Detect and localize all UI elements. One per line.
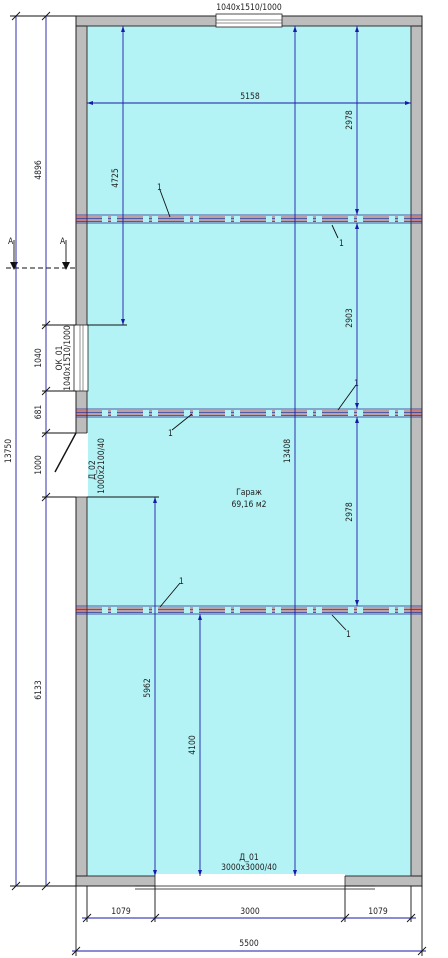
beam-label-3: 1 — [354, 379, 359, 389]
dim-bay-3: 2978 — [345, 502, 355, 522]
dim-bay-2: 2903 — [345, 308, 355, 328]
beam-label-2: 1 — [339, 239, 344, 249]
dim-inner-height-label: 13408 — [283, 439, 293, 463]
side-window-mark: ОК_01 — [55, 345, 65, 370]
dim-left-chain-5: 6133 — [34, 680, 44, 700]
beam-label-1: 1 — [157, 183, 162, 193]
dim-bottom-3: 1079 — [368, 907, 388, 917]
dim-lower-depth-label: 5962 — [143, 678, 153, 698]
dim-bay-1: 2978 — [345, 110, 355, 130]
gate-opening — [155, 874, 345, 888]
dim-bays — [355, 26, 359, 606]
section-mark-left: А — [8, 237, 14, 247]
dim-left-total — [10, 11, 76, 891]
dim-inner-height — [293, 26, 297, 876]
dim-left-chain-4: 1000 — [34, 455, 44, 475]
top-window — [215, 13, 283, 28]
dim-upper-depth-label: 4725 — [111, 168, 121, 188]
door-size: 1000x2100/40 — [97, 438, 107, 494]
beam-label-4: 1 — [168, 429, 173, 439]
dim-bottom-total-label: 5500 — [239, 939, 259, 949]
dim-left-chain — [41, 11, 76, 891]
dim-gate-depth — [198, 614, 202, 876]
dim-gate-depth-label: 4100 — [188, 735, 198, 755]
wall-right — [410, 15, 423, 887]
door-mark: Д_02 — [88, 460, 98, 480]
side-window — [73, 324, 89, 392]
room-name: Гараж — [236, 488, 262, 498]
beams — [76, 214, 422, 615]
dim-bottom-chain — [75, 886, 423, 956]
door-opening — [74, 433, 88, 497]
beam-label-5: 1 — [179, 577, 184, 587]
section-mark-right: А — [60, 237, 66, 247]
dim-left-total-label: 13750 — [4, 439, 14, 463]
side-window-size: 1040x1510/1000 — [63, 325, 73, 391]
door-leaf — [54, 432, 77, 473]
room-area: 69,16 м2 — [232, 500, 267, 510]
section-cut — [6, 240, 76, 270]
dim-bottom-1: 1079 — [111, 907, 131, 917]
beam-1 — [76, 214, 422, 224]
gate-size: 3000x3000/40 — [221, 863, 277, 873]
beam-3 — [76, 605, 422, 615]
dim-left-chain-3: 681 — [34, 405, 44, 420]
dim-left-chain-1: 4896 — [34, 160, 44, 180]
beam-leaders — [159, 189, 357, 631]
dim-upper-depth — [87, 26, 127, 326]
dim-lower-depth — [87, 496, 159, 876]
top-window-label: 1040x1510/1000 — [216, 3, 282, 13]
room-floor — [86, 25, 412, 877]
dim-inner-width-label: 5158 — [240, 92, 260, 102]
dim-left-chain-2: 1040 — [34, 348, 44, 368]
beam-2 — [76, 408, 422, 418]
gate-mark: Д_01 — [239, 853, 259, 863]
dim-bottom-total — [71, 946, 427, 956]
beam-label-6: 1 — [346, 630, 351, 640]
dim-bottom-2: 3000 — [240, 907, 260, 917]
